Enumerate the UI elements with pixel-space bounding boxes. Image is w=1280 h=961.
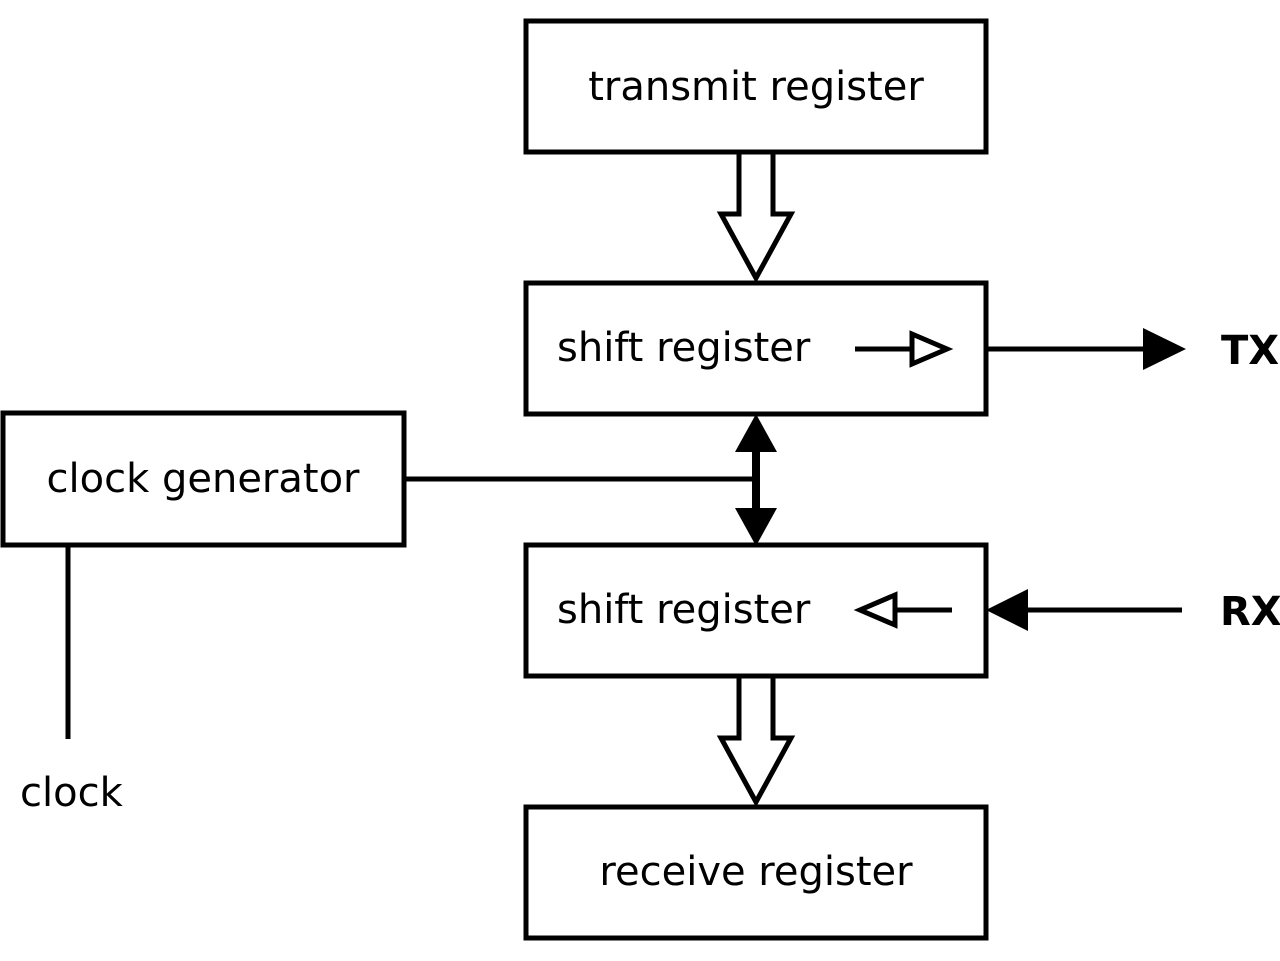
shift-right-arrow-head [909,330,954,368]
tx-shift-register-block: shift register [523,280,989,417]
parallel-load-arrow-rx [716,673,796,808]
transmit-register-label: transmit register [588,64,924,110]
tx-shift-register-label: shift register [557,325,811,371]
receive-register-label: receive register [599,849,913,895]
clock-label: clock [20,770,124,816]
tx-label: TX [1221,328,1279,374]
clock-arrowhead-up [735,414,777,452]
clock-generator-block: clock generator [0,410,407,548]
rx-shift-register-block: shift register [523,542,989,679]
tx-output-arrowhead [1143,328,1186,370]
parallel-load-arrow-tx [716,149,796,284]
shift-left-arrow-head [853,591,898,629]
rx-label: RX [1220,589,1280,635]
rx-input-arrowhead [986,589,1028,631]
rx-shift-register-label: shift register [557,587,811,633]
clock-generator-label: clock generator [47,456,361,502]
clock-arrowhead-down [735,508,777,546]
transmit-register-block: transmit register [523,18,989,155]
receive-register-block: receive register [523,804,989,941]
